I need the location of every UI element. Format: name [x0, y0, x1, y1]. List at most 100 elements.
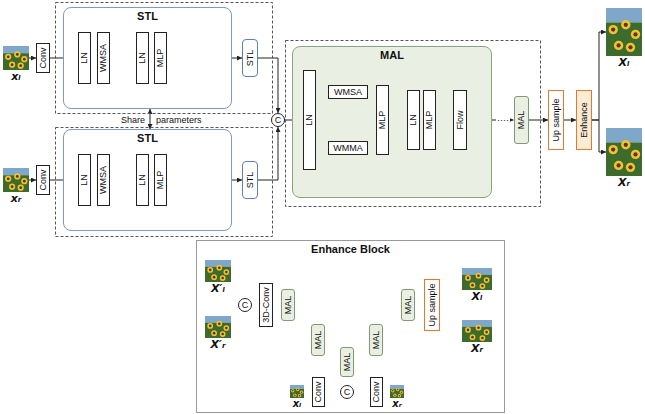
- sunflower-petals: [609, 25, 618, 34]
- box-label: LN: [138, 174, 147, 186]
- sunflower-petals: [298, 394, 301, 397]
- image-sky: [606, 128, 642, 142]
- sunflower-core: [19, 186, 22, 189]
- ln-block: LN: [136, 154, 149, 206]
- stl-block: LNWMSALNMLPSTL: [63, 7, 232, 109]
- sunflower-petals: [216, 321, 222, 327]
- sunflower-core: [616, 163, 620, 167]
- output-image: Xᵣ: [606, 128, 642, 176]
- stl-box: STL: [242, 39, 258, 77]
- output-image: Xᵣ: [462, 320, 492, 342]
- mal-box: MAL: [311, 324, 325, 356]
- conv-box: Conv: [370, 377, 383, 406]
- connector: [258, 127, 278, 180]
- image-label: Xᵣ: [618, 177, 630, 188]
- enhance-box: Enhance: [576, 90, 592, 150]
- connector: [529, 120, 549, 121]
- sunflower-core: [611, 147, 615, 151]
- mal-box: MAL: [340, 347, 354, 377]
- conv-box: Conv: [36, 165, 50, 195]
- mlp-block: MLP: [423, 90, 436, 150]
- sunflower-core: [477, 274, 480, 277]
- conv-box: Conv: [36, 43, 50, 73]
- upsample-box: Up sample: [548, 90, 564, 150]
- sunflower-core: [209, 325, 212, 328]
- box-label: MLP: [378, 111, 387, 130]
- sunflower-petals: [476, 273, 482, 279]
- sunflower-core: [481, 337, 484, 340]
- sunflower-petals: [18, 63, 24, 69]
- ln-block: LN: [78, 154, 91, 206]
- sunflower-image: [606, 128, 642, 176]
- wmsa-block: WMSA: [97, 154, 110, 206]
- sunflower-core: [218, 322, 221, 325]
- sunflower-petals: [9, 184, 15, 190]
- sunflower-core: [471, 284, 474, 287]
- sunflower-core: [11, 185, 14, 188]
- sunflower-core: [467, 329, 470, 332]
- image-label: xₗ: [11, 71, 21, 82]
- connector: [592, 32, 606, 120]
- sunflower-core: [225, 327, 228, 330]
- sunflower-core: [397, 389, 399, 391]
- sunflower-petals: [207, 267, 213, 273]
- sunflower-petals: [614, 161, 623, 170]
- box-label: LN: [138, 52, 147, 64]
- sunflower-petals: [609, 145, 618, 154]
- dashed-region: [56, 3, 273, 114]
- image-label: xᵣ: [11, 193, 22, 204]
- box-label: WMSA: [334, 88, 362, 97]
- ln-block: LN: [78, 32, 91, 84]
- sunflower-image: [205, 260, 231, 282]
- box-label: WMMA: [333, 144, 363, 153]
- wmsa-block: WMSA: [97, 32, 110, 84]
- connector: [592, 120, 606, 152]
- connector: [564, 120, 576, 121]
- sunflower-petals: [220, 331, 226, 337]
- image-label: Xᵣ: [471, 343, 483, 354]
- stl-block: LNWMSALNMLPSTL: [63, 129, 232, 231]
- sunflower-core: [401, 391, 403, 393]
- sunflower-core: [225, 271, 228, 274]
- box-label: MAL: [314, 331, 323, 350]
- sunflower-petals: [631, 30, 640, 39]
- image-label: xᵣ: [392, 399, 402, 409]
- mal-box: MAL: [514, 96, 529, 144]
- sunflower-petals: [484, 277, 490, 283]
- sunflower-petals: [400, 390, 403, 393]
- sunflower-core: [394, 394, 396, 396]
- sunflower-petals: [626, 43, 635, 52]
- sunflower-core: [485, 331, 488, 334]
- box-label: Conv: [39, 169, 48, 190]
- block-title: STL: [137, 11, 158, 22]
- annotation-text: Share: [120, 116, 146, 125]
- dashed-region: [286, 41, 541, 207]
- sunflower-image: [3, 168, 29, 192]
- sunflower-core: [23, 180, 26, 183]
- mlp-block: MLP: [154, 154, 167, 206]
- box-label: MAL: [343, 353, 352, 372]
- concat-circle: C: [271, 113, 285, 127]
- box-label: C: [275, 116, 282, 125]
- sunflower-core: [477, 326, 480, 329]
- box-label: MAL: [517, 111, 526, 130]
- sunflower-petals: [223, 269, 229, 275]
- sunflower-petals: [21, 56, 27, 62]
- conv-box: Conv: [312, 377, 325, 406]
- stl-box: STL: [242, 161, 258, 199]
- box-label: 3D-Conv: [262, 287, 271, 323]
- sunflower-image: [205, 316, 231, 338]
- ln-block: LN: [136, 32, 149, 84]
- image-label: Xₗ: [472, 291, 483, 302]
- sunflower-petals: [480, 335, 486, 341]
- sunflower-petals: [14, 51, 20, 57]
- box-label: C: [242, 301, 249, 310]
- sunflower-image: [290, 385, 304, 398]
- enhance-panel: X′ₗX′ᵣC3D-ConvMALMALMALMALMALUp sampleXₗ…: [196, 240, 505, 413]
- sunflower-core: [467, 277, 470, 280]
- sunflower-core: [213, 276, 216, 279]
- sunflower-core: [221, 277, 224, 280]
- sunflower-petals: [626, 163, 635, 172]
